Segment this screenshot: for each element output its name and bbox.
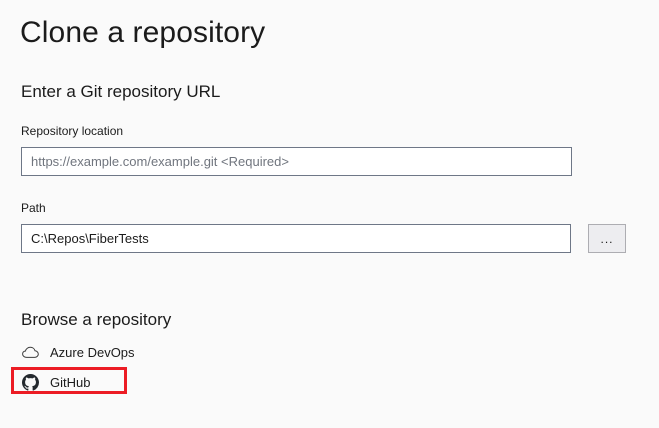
path-input[interactable] [21, 224, 571, 253]
repository-location-input[interactable] [21, 147, 572, 176]
repo-source-github[interactable]: GitHub [21, 371, 90, 393]
github-icon [21, 373, 40, 392]
repo-source-label: GitHub [50, 374, 91, 390]
browse-folder-button[interactable]: ... [588, 224, 626, 253]
git-url-section-heading: Enter a Git repository URL [21, 82, 221, 101]
path-label: Path [21, 201, 46, 215]
cloud-icon [21, 343, 40, 362]
repo-source-label: Azure DevOps [50, 344, 135, 360]
browse-repository-section-heading: Browse a repository [21, 310, 172, 329]
page-title: Clone a repository [20, 16, 266, 49]
repository-location-label: Repository location [21, 124, 124, 138]
repo-source-azure-devops[interactable]: Azure DevOps [21, 341, 135, 363]
